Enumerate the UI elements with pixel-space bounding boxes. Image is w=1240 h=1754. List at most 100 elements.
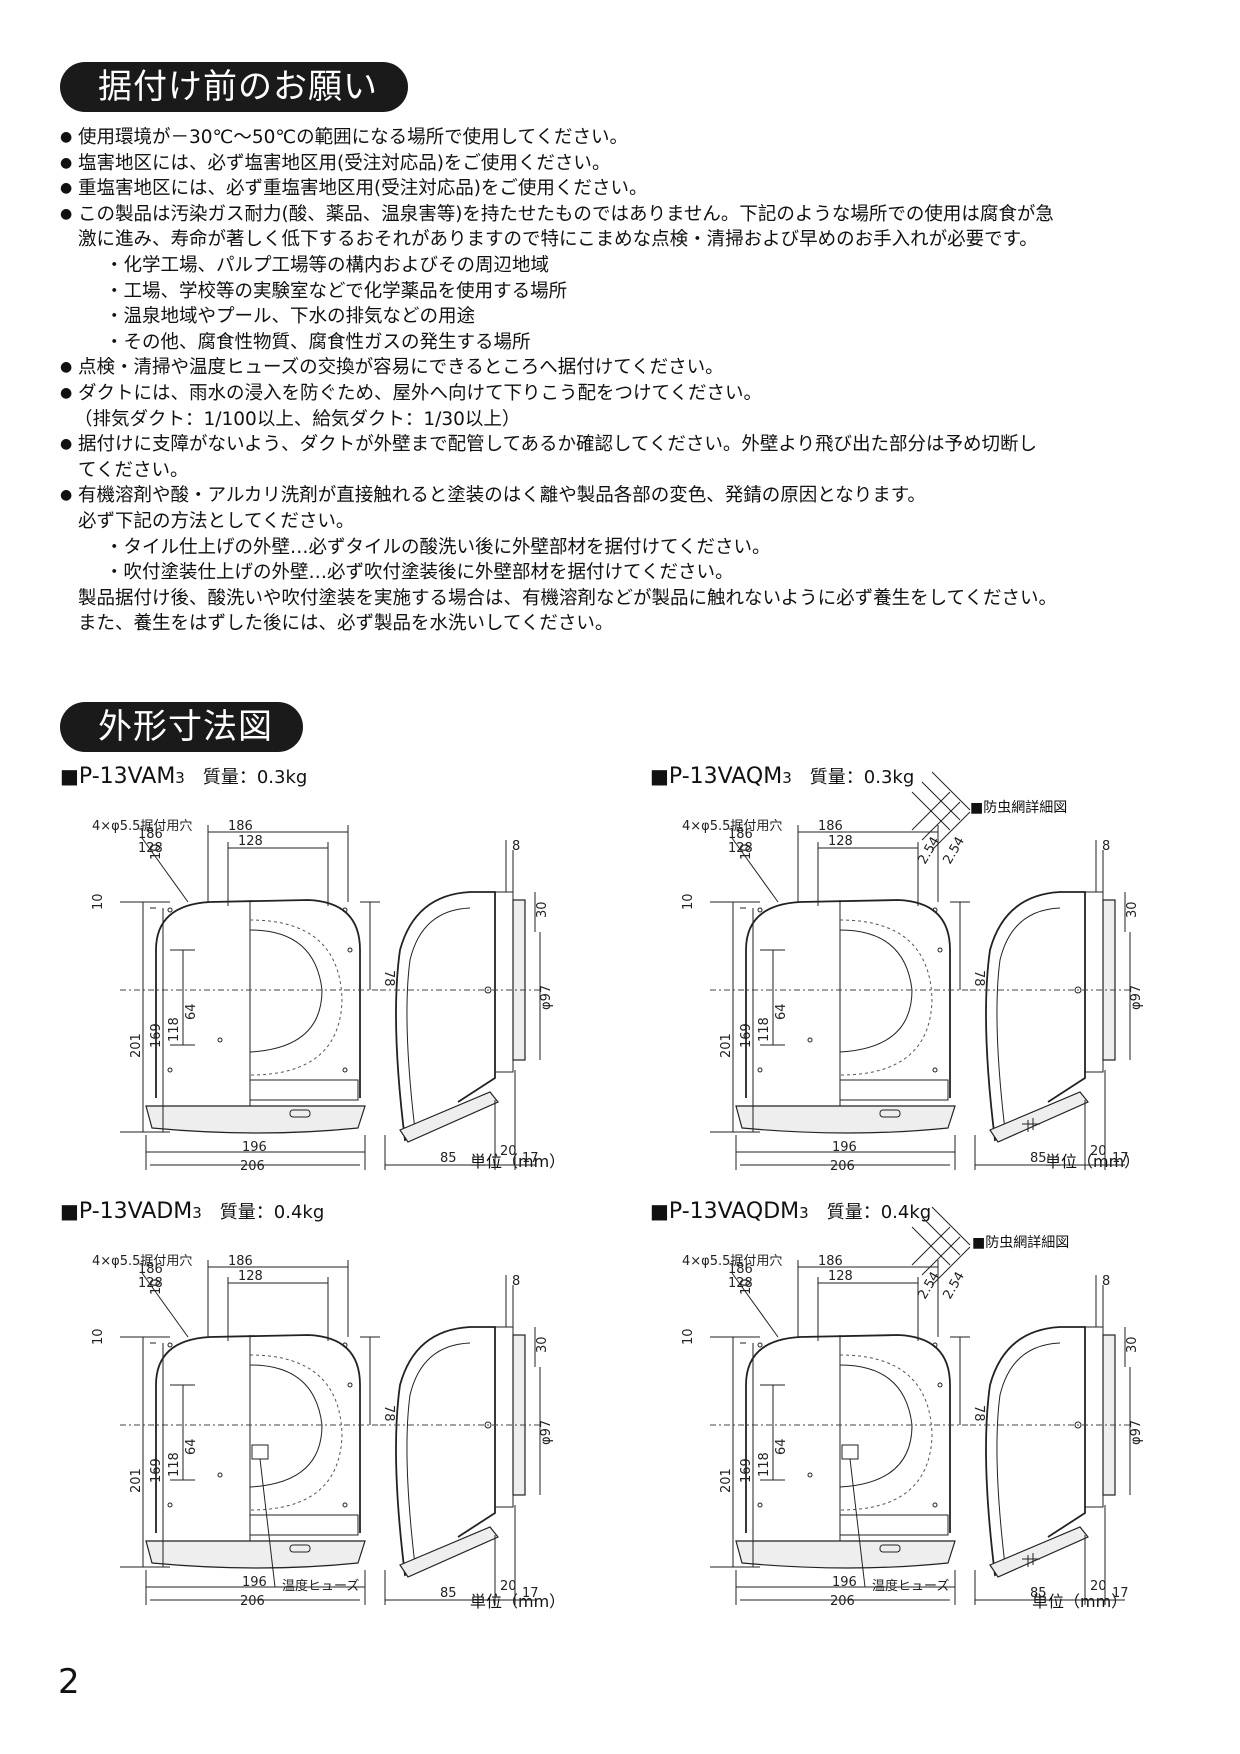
dimension-label: 169 — [149, 1023, 164, 1048]
precaution-line: ・吹付塗装仕上げの外壁…必ず吹付塗装後に外壁部材を据付けてください。 — [105, 562, 734, 584]
mesh-detail-title: ■防虫網詳細図 — [972, 1235, 1070, 1251]
dimension-label: 10 — [91, 1328, 106, 1345]
dimension-label: 186 — [228, 1254, 253, 1269]
precaution-line: 塩害地区には、必ず塩害地区用(受注対応品)をご使用ください。 — [60, 151, 1190, 177]
hood-bottom-plate — [145, 1540, 366, 1569]
dimension-label: 206 — [830, 1594, 855, 1609]
model-name: P-13VAM — [78, 764, 176, 789]
dimension-label: φ97 — [1129, 985, 1144, 1010]
dimension-label: 206 — [830, 1159, 855, 1174]
dimension-label: 118 — [757, 1017, 772, 1042]
dimension-label: 30 — [1125, 1336, 1140, 1353]
dimension-label: 118 — [757, 1452, 772, 1477]
dimension-label: 10 — [739, 843, 754, 860]
dimension-label: 20 — [1090, 1579, 1107, 1594]
dimension-label: 10 — [149, 1278, 164, 1295]
precaution-line: また、養生をはずした後には、必ず製品を水洗いしてください。 — [78, 613, 614, 635]
dimension-label: 2.54 — [940, 1269, 967, 1302]
dimension-label: 186 — [728, 1262, 753, 1277]
dimension-label: 78 — [971, 970, 986, 987]
dimension-drawing-3: 186128186128101078641181692011962064×φ5.… — [91, 1254, 554, 1609]
dimension-label: 17 — [522, 1151, 539, 1166]
dimension-label: 186 — [818, 819, 843, 834]
dimension-label: 4×φ5.5据付用穴 — [682, 819, 782, 834]
dimension-label: 10 — [91, 893, 106, 910]
dimension-label: 196 — [832, 1140, 857, 1155]
dimension-label: 2.54 — [915, 1269, 942, 1302]
model-suffix: 3 — [799, 1204, 809, 1222]
precaution-line: 激に進み、寿命が著しく低下するおそれがありますので特にこまめな点検・清掃および早… — [78, 229, 1038, 251]
dimension-label: 118 — [167, 1452, 182, 1477]
dimension-label: 20 — [1090, 1144, 1107, 1159]
dimension-label: 128 — [138, 841, 163, 856]
dimension-label: 85 — [1030, 1151, 1047, 1166]
dimension-label: 128 — [238, 1269, 263, 1284]
dimension-label: 196 — [242, 1140, 267, 1155]
hood-side-outline — [985, 1326, 1086, 1577]
dimension-label: φ97 — [539, 985, 554, 1010]
precaution-line: ・その他、腐食性物質、腐食性ガスの発生する場所 — [105, 331, 531, 353]
dimension-label: 20 — [500, 1579, 517, 1594]
dimension-label: 64 — [774, 1003, 789, 1020]
dimension-label: 8 — [1102, 1274, 1110, 1289]
dimension-label: 2.54 — [915, 834, 942, 867]
square-bullet-icon: ■ — [650, 764, 669, 788]
dimension-label: 64 — [184, 1438, 199, 1455]
model-name: P-13VAQM — [668, 764, 783, 789]
precaution-list: 使用環境が－30℃～50℃の範囲になる場所で使用してください。塩害地区には、必ず… — [60, 125, 1190, 637]
dimension-label: 10 — [149, 843, 164, 860]
hood-bottom-plate — [735, 1540, 956, 1569]
mesh-detail-title: ■防虫網詳細図 — [970, 800, 1068, 816]
hood-bottom-plate — [735, 1105, 956, 1134]
dimension-label: 201 — [719, 1033, 734, 1058]
dimension-label: 30 — [535, 1336, 550, 1353]
precaution-line: 据付けに支障がないよう、ダクトが外壁まで配管してあるか確認してください。外壁より… — [60, 432, 1190, 458]
precaution-line: 重塩害地区には、必ず重塩害地区用(受注対応品)をご使用ください。 — [60, 176, 1190, 202]
precaution-line: ・タイル仕上げの外壁…必ずタイルの酸洗い後に外壁部材を据付けてください。 — [105, 536, 771, 558]
dimension-label: 128 — [828, 834, 853, 849]
precaution-line: 必ず下記の方法としてください。 — [78, 510, 355, 532]
unit-label: 単位（mm） — [470, 1152, 566, 1171]
dimension-label: 17 — [1112, 1151, 1129, 1166]
dimension-label: 196 — [242, 1575, 267, 1590]
unit-label: 単位（mm） — [1045, 1152, 1141, 1171]
model-weight: 質量：0.3kg — [202, 767, 308, 788]
dimension-label: 17 — [522, 1586, 539, 1601]
precaution-line: 製品据付け後、酸洗いや吹付塗装を実施する場合は、有機溶剤などが製品に触れないよう… — [78, 587, 1058, 609]
dimension-label: 10 — [739, 1278, 754, 1295]
dimension-label: 196 — [832, 1575, 857, 1590]
hood-side-outline — [395, 891, 496, 1142]
page-number: 2 — [58, 1662, 80, 1702]
section-title-dimensions: 外形寸法図 — [60, 702, 303, 752]
dimension-label: 186 — [228, 819, 253, 834]
model-name: P-13VADM — [78, 1199, 193, 1224]
dimension-label: 186 — [138, 1262, 163, 1277]
dimension-label: 78 — [381, 1405, 396, 1422]
hood-front-outline — [745, 899, 951, 1098]
dimension-label: 201 — [129, 1033, 144, 1058]
dimension-label: 78 — [971, 1405, 986, 1422]
dimension-drawing-2: 186128186128101078641181692011962064×φ5.… — [681, 771, 1144, 1174]
dimension-label: φ97 — [539, 1420, 554, 1445]
unit-label: 単位（mm） — [1032, 1592, 1128, 1611]
model-suffix: 3 — [192, 1204, 202, 1222]
dimension-label: 128 — [828, 1269, 853, 1284]
dimension-label: φ97 — [1129, 1420, 1144, 1445]
dimension-label: 128 — [138, 1276, 163, 1291]
model-weight: 質量：0.4kg — [826, 1202, 932, 1223]
dimension-label: 4×φ5.5据付用穴 — [682, 1254, 782, 1269]
dimension-drawing-4: 186128186128101078641181692011962064×φ5.… — [681, 1206, 1144, 1609]
dimension-label: 17 — [1112, 1586, 1129, 1601]
dimension-label: 温度ヒューズ — [282, 1578, 359, 1594]
dimension-label: 186 — [818, 1254, 843, 1269]
precaution-line: （排気ダクト：1/100以上、給気ダクト：1/30以上） — [74, 408, 521, 430]
dimension-label: 85 — [440, 1586, 457, 1601]
dimension-label: 201 — [719, 1468, 734, 1493]
dimension-label: 10 — [681, 893, 696, 910]
dimension-label: 85 — [1030, 1586, 1047, 1601]
hood-bottom-plate — [145, 1105, 366, 1134]
